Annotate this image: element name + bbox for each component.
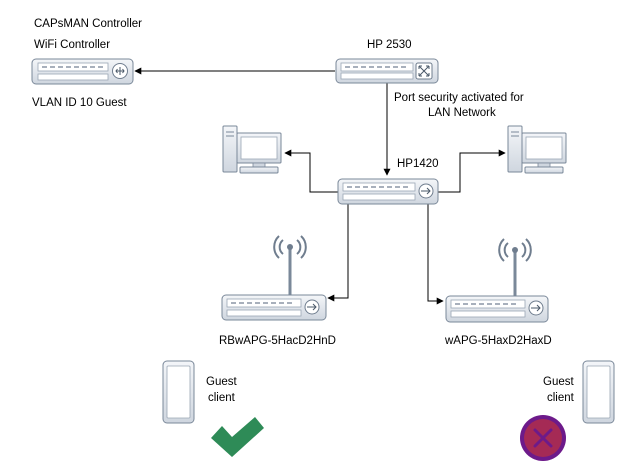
hp2530-switch[interactable]: [335, 58, 439, 84]
guest-left-label-line2: client: [208, 392, 236, 404]
capsman-title-label: CAPsMAN Controller: [34, 18, 142, 30]
wireless-ap-icon: [273, 235, 307, 295]
guest-right-label-line2: client: [547, 392, 575, 404]
capsman-router[interactable]: [31, 58, 134, 85]
mobile-device-icon: [582, 360, 615, 424]
capsman-vlan-label: VLAN ID 10 Guest: [32, 97, 127, 109]
capsman-subtitle-label: WiFi Controller: [34, 39, 110, 51]
hub-icon: [418, 183, 434, 199]
computer-icon: [507, 125, 567, 174]
hp1420-switch[interactable]: [337, 178, 439, 205]
hp2530-label: HP 2530: [367, 39, 412, 51]
edge-hp1420-to-right-computer: [438, 149, 506, 193]
ap-right-label: wAPG-5HaxD2HaxD: [444, 335, 552, 347]
edge-hp1420-to-ap-left: [327, 204, 349, 302]
right-computer[interactable]: [507, 125, 567, 174]
port-security-label-line2: LAN Network: [428, 107, 496, 119]
checkmark-icon: [211, 417, 264, 457]
x-circle-icon: [520, 415, 566, 461]
port-security-label-line1: Port security activated for: [394, 92, 524, 104]
computer-icon: [222, 125, 282, 174]
switch-icon: [415, 62, 433, 80]
access-point-left[interactable]: [221, 235, 327, 321]
guest-left-label-line1: Guest: [206, 376, 237, 388]
router-icon: [112, 63, 128, 79]
guest-client-right[interactable]: [582, 360, 615, 424]
left-computer[interactable]: [222, 125, 282, 174]
mobile-device-icon: [162, 360, 195, 424]
ap-left-label: RBwAPG-5HacD2HnD: [219, 335, 336, 347]
access-point-right[interactable]: [445, 238, 549, 323]
text-labels: CAPsMAN Controller WiFi Controller VLAN …: [32, 18, 575, 404]
connections: [134, 67, 506, 305]
guest-client-left[interactable]: [162, 360, 195, 424]
edge-hp1420-to-ap-right: [427, 204, 444, 305]
wireless-ap-icon: [498, 238, 532, 296]
guest-right-label-line1: Guest: [543, 376, 574, 388]
hp1420-label: HP1420: [397, 158, 439, 170]
edge-hp1420-to-left-computer: [284, 149, 338, 193]
